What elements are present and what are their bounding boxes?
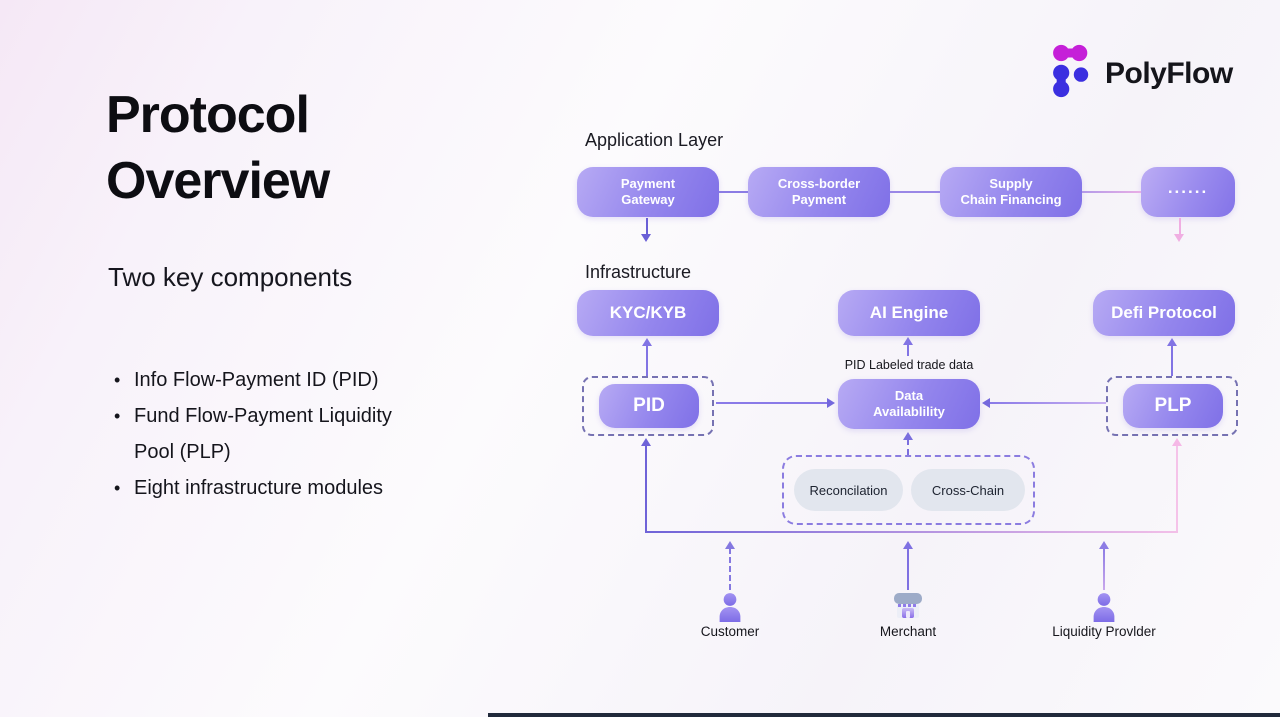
arrow-plp-to-da-head [982,398,990,408]
modules-dashed-frame [782,455,1035,525]
app-box-payment-gateway: Payment Gateway [577,167,719,217]
connector-app-3-4 [1082,191,1141,193]
app-box-cross-border-payment: Cross-border Payment [748,167,890,217]
actor-label-customer: Customer [700,624,760,639]
app-box-label: Cross-border Payment [777,176,861,207]
bullet-item: Info Flow-Payment ID (PID) [112,362,400,398]
pid-label: PID [633,395,665,416]
subtitle: Two key components [108,262,353,292]
bullet-item: Fund Flow-Payment Liquidity Pool (PLP) [112,398,400,470]
arrow-pid-to-kyc-line [646,345,648,376]
plp-dashed-frame [1106,376,1238,436]
trade-data-note: PID Labeled trade data [844,358,974,372]
arrow-liquidity-line [1103,548,1105,590]
arrow-modules-to-da-line [907,439,909,455]
customer-person-icon [716,592,744,627]
app-box-label: Payment Gateway [620,176,676,207]
chip-label: Reconcilation [809,482,888,498]
liquidity-provider-person-icon [1090,592,1118,627]
infra-box-label: AI Engine [869,303,949,322]
arrow-customer-line [729,548,731,590]
arrow-pid-to-da-line [716,402,828,404]
infra-box-label: KYC/KYB [609,303,687,322]
arrow-da-to-ai-line [907,344,909,356]
arrow-merchant-line [907,548,909,590]
arrow-pid-to-kyc-head [642,338,652,346]
arrow-customer-head [725,541,735,549]
actor-label-merchant: Merchant [879,624,937,639]
arrow-merchant-head [903,541,913,549]
infra-box-label: Defi Protocol [1111,303,1217,322]
arrow-da-to-ai-head [903,337,913,345]
infrastructure-label: Infrastructure [585,262,692,282]
data-availability-label: Data Availablility [873,388,945,419]
pid-box: PID [599,384,699,428]
arrow-plp-to-defi-head [1167,338,1177,346]
rail-left-arrowhead [641,438,651,446]
infra-box-ai-engine: AI Engine [838,290,980,336]
arrow-liquidity-head [1099,541,1109,549]
bullet-item: Eight infrastructure modules [112,470,400,506]
bottom-edge-strip [488,713,1280,717]
application-layer-label: Application Layer [585,130,724,150]
infra-box-defi-protocol: Defi Protocol [1093,290,1235,336]
infra-box-kyc-kyb: KYC/KYB [577,290,719,336]
page-title: Protocol Overview [106,86,330,210]
arrow-gateway-down-line [646,218,648,235]
rail-left-riser [645,445,647,531]
pid-dashed-frame [582,376,714,436]
chip-reconcilation: Reconcilation [794,469,903,511]
chip-label: Cross-Chain [931,482,1005,498]
bottom-rail [645,531,1178,533]
arrow-more-down-head [1174,234,1184,242]
app-box-label: ...... [1167,178,1209,197]
arrow-gateway-down-head [641,234,651,242]
app-box-label: Supply Chain Financing [960,176,1062,207]
bullet-list: Info Flow-Payment ID (PID) Fund Flow-Pay… [112,362,400,506]
logo: PolyFlow [1052,44,1233,103]
data-availability-box: Data Availablility [838,379,980,429]
connector-app-1-2 [719,191,748,193]
plp-box: PLP [1123,384,1223,428]
arrow-pid-to-da-head [827,398,835,408]
app-box-more: ...... [1141,167,1235,217]
arrow-modules-to-da-head [903,432,913,440]
arrow-plp-to-da-line [990,402,1106,404]
actor-label-liquidity-provider: Liquidity Provlder [1052,624,1156,639]
chip-cross-chain: Cross-Chain [911,469,1025,511]
rail-right-arrowhead [1172,438,1182,446]
arrow-more-down-line [1179,218,1181,235]
logo-wordmark: PolyFlow [1105,56,1233,90]
arrow-plp-to-defi-line [1171,345,1173,376]
polyflow-logo-icon [1052,44,1092,103]
app-box-supply-chain-financing: Supply Chain Financing [940,167,1082,217]
connector-app-2-3 [890,191,940,193]
merchant-store-icon [892,590,924,627]
plp-label: PLP [1154,395,1192,416]
rail-right-riser [1176,445,1178,531]
